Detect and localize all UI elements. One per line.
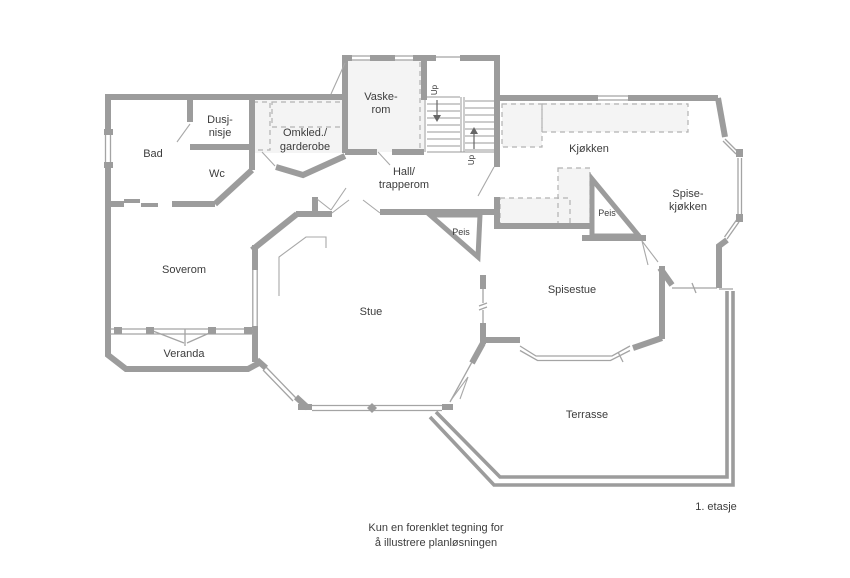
room-label-terrasse: Terrasse xyxy=(566,409,608,421)
room-label-kjokken: Kjøkken xyxy=(569,143,609,155)
room-label-stue: Stue xyxy=(360,306,383,318)
room-label-omkled-line2: garderobe xyxy=(280,141,330,153)
room-labels: Bad Dusj- nisje Wc Omkled./ garderobe Va… xyxy=(143,91,707,421)
fireplace-label-stue: Peis xyxy=(452,227,470,237)
stue-step-line xyxy=(278,236,327,296)
room-label-bad: Bad xyxy=(143,148,163,160)
room-label-wc: Wc xyxy=(209,168,225,180)
room-label-hall-line2: trapperom xyxy=(379,179,429,191)
stairs-up-arrow-right xyxy=(470,127,478,149)
room-label-dusjnisje-line1: Dusj- xyxy=(207,114,233,126)
stairs-up-label-left: Up xyxy=(430,84,439,95)
stairs-up-label-right: Up xyxy=(467,154,476,165)
staircase xyxy=(424,96,497,153)
room-label-vaskerom-line2: rom xyxy=(372,104,391,116)
room-label-spisekjokken-line2: kjøkken xyxy=(669,201,707,213)
room-label-spisekjokken-line1: Spise- xyxy=(672,188,704,200)
room-label-veranda: Veranda xyxy=(164,348,206,360)
window-caps xyxy=(104,129,743,413)
terrace-railing xyxy=(428,291,735,487)
drawing-disclaimer-line2: å illustrere planløsningen xyxy=(375,537,497,549)
fireplace-label-kjokken: Peis xyxy=(598,208,616,218)
room-label-hall-line1: Hall/ xyxy=(393,166,416,178)
door-leaves xyxy=(176,62,659,401)
room-label-vaskerom-line1: Vaske- xyxy=(364,91,398,103)
room-label-dusjnisje-line2: nisje xyxy=(209,127,232,139)
walls xyxy=(105,55,729,411)
drawing-disclaimer-line1: Kun en forenklet tegning for xyxy=(368,522,503,534)
fireplace-triangles xyxy=(423,172,645,263)
room-label-omkled-line1: Omkled./ xyxy=(283,127,328,139)
room-label-spisestue: Spisestue xyxy=(548,284,596,296)
room-label-soverom: Soverom xyxy=(162,264,206,276)
stairs-up-arrow-left xyxy=(433,100,441,122)
annotation-labels: Peis Peis Up Up xyxy=(430,84,616,237)
floor-level-label: 1. etasje xyxy=(695,501,737,513)
